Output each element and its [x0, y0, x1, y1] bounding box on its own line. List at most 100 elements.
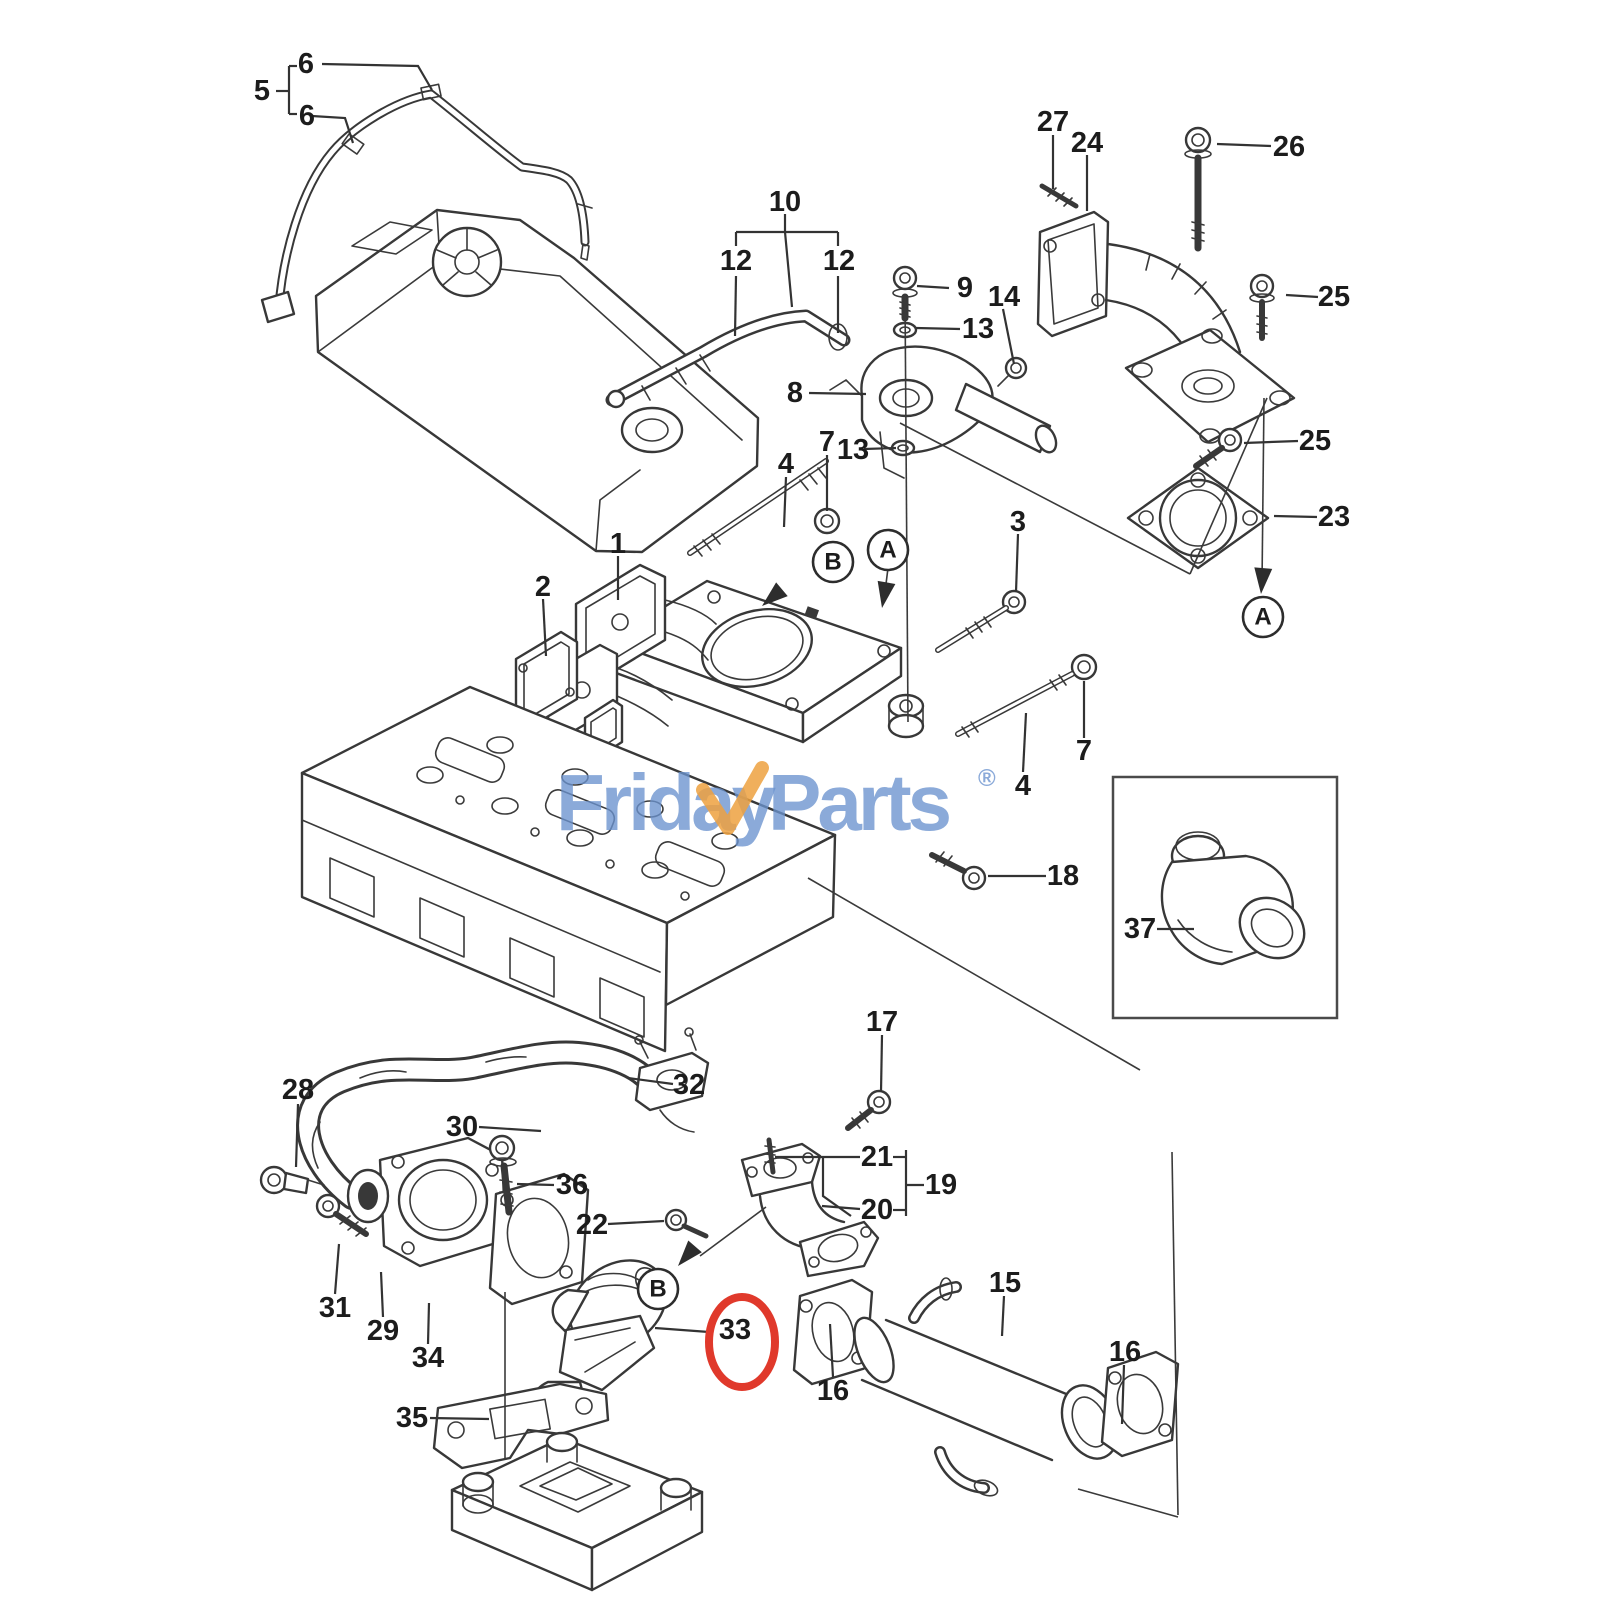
leader-line: [915, 326, 961, 331]
egr-base-housing: [450, 1431, 704, 1592]
part-label-26: 26: [1273, 131, 1305, 163]
exhaust-elbow-24: [1036, 210, 1296, 444]
svg-text:A: A: [879, 537, 896, 564]
leader-line: [1001, 308, 1016, 365]
construction-line: [1171, 1151, 1179, 1516]
svg-text:A: A: [1254, 604, 1271, 631]
construction-line: [699, 1206, 767, 1257]
part-label-3: 3: [1010, 506, 1026, 538]
view-ref-B: B: [636, 1267, 680, 1311]
bolt-36: [488, 1134, 517, 1216]
view-arrow: [678, 1240, 702, 1266]
part-label-8: 8: [787, 377, 803, 409]
leader-line: [1216, 142, 1272, 148]
leader-line: [429, 1416, 490, 1421]
leader-line: [541, 598, 548, 657]
gasket-23: [1126, 466, 1270, 570]
part-label-30: 30: [446, 1111, 478, 1143]
pipe-connector: [260, 290, 296, 324]
gasket-34: [488, 1172, 590, 1306]
pin-21: [764, 1137, 776, 1175]
construction-line: [1189, 397, 1268, 575]
leader-line: [1014, 533, 1020, 593]
view-ref-A: A: [1241, 595, 1285, 639]
leader-line: [294, 1103, 300, 1168]
part-label-25: 25: [1299, 425, 1331, 457]
construction-line: [899, 422, 1191, 575]
leader-line: [808, 391, 867, 396]
svg-text:B: B: [649, 1276, 666, 1303]
part-label-32: 32: [673, 1069, 705, 1101]
bolt-14: [997, 356, 1028, 387]
part-label-4: 4: [778, 448, 794, 480]
part-label-15: 15: [989, 1267, 1021, 1299]
leader-line: [607, 1219, 665, 1226]
svg-text:B: B: [824, 549, 841, 576]
highlight-circle-33: [705, 1293, 779, 1391]
bolt-25-upper: [1249, 273, 1275, 341]
part-label-24: 24: [1071, 127, 1103, 159]
leader-line: [782, 476, 788, 528]
construction-line: [1261, 397, 1265, 585]
leader-line: [821, 1157, 852, 1217]
leader-line: [733, 275, 738, 337]
fan-emblem: [436, 227, 498, 286]
view-arrow: [762, 582, 788, 606]
stud-bolt-4-right: [955, 671, 1075, 738]
construction-line: [1077, 1488, 1179, 1518]
leader-line: [1120, 1364, 1126, 1425]
breather-pipe-5: [260, 83, 593, 324]
leader-line: [321, 62, 433, 91]
part-label-6: 6: [298, 48, 314, 80]
leader-line: [863, 446, 897, 451]
view-arrow: [1254, 567, 1273, 594]
sensor-tip: [577, 203, 593, 261]
part-label-33: 33: [719, 1314, 751, 1346]
part-label-16: 16: [817, 1375, 849, 1407]
part-label-19: 19: [925, 1169, 957, 1201]
part-label-16: 16: [1109, 1336, 1141, 1368]
hose-stub-14: [954, 382, 1052, 454]
stud-bolt-4-left: [687, 458, 829, 557]
leader-line: [916, 284, 950, 290]
breather-hose-10: [605, 309, 851, 409]
part-label-22: 22: [576, 1209, 608, 1241]
leader-line: [311, 114, 355, 144]
part-label-36: 36: [556, 1169, 588, 1201]
part-label-37: 37: [1124, 913, 1156, 945]
throttle-body-plate: [606, 579, 925, 744]
part-label-1: 1: [610, 528, 626, 560]
part-label-7: 7: [1076, 735, 1092, 767]
watermark: Friday Parts ®: [556, 758, 996, 847]
bolt-18: [929, 851, 987, 891]
leader-line: [1285, 293, 1319, 299]
inset-box-37: [1111, 775, 1339, 1020]
stud-27: [1039, 183, 1079, 209]
sensor-28: [259, 1165, 325, 1195]
leader-line: [379, 1271, 385, 1318]
egr-hose-28: [296, 1040, 666, 1210]
view-arrow: [877, 580, 896, 608]
bolt-31: [315, 1193, 369, 1237]
watermark-text-parts: Parts: [768, 758, 950, 847]
part-label-12: 12: [823, 245, 855, 277]
leader-line: [516, 1182, 555, 1187]
part-label-29: 29: [367, 1315, 399, 1347]
construction-line: [807, 877, 1141, 1071]
leader-line: [879, 1034, 884, 1093]
part-label-7: 7: [819, 426, 835, 458]
leader-line: [828, 1323, 835, 1378]
part-label-17: 17: [866, 1006, 898, 1038]
watermark-check-icon: [696, 761, 769, 835]
leader-line: [478, 1125, 542, 1133]
leader-line: [654, 1326, 710, 1334]
thermostat-37: [1160, 831, 1306, 966]
part-label-31: 31: [319, 1292, 351, 1324]
flange-16-right: [1100, 1350, 1180, 1458]
pipe-clamp-6: [341, 133, 365, 155]
flange-35: [432, 1382, 610, 1470]
construction-line: [904, 294, 909, 723]
part-label-12: 12: [720, 245, 752, 277]
